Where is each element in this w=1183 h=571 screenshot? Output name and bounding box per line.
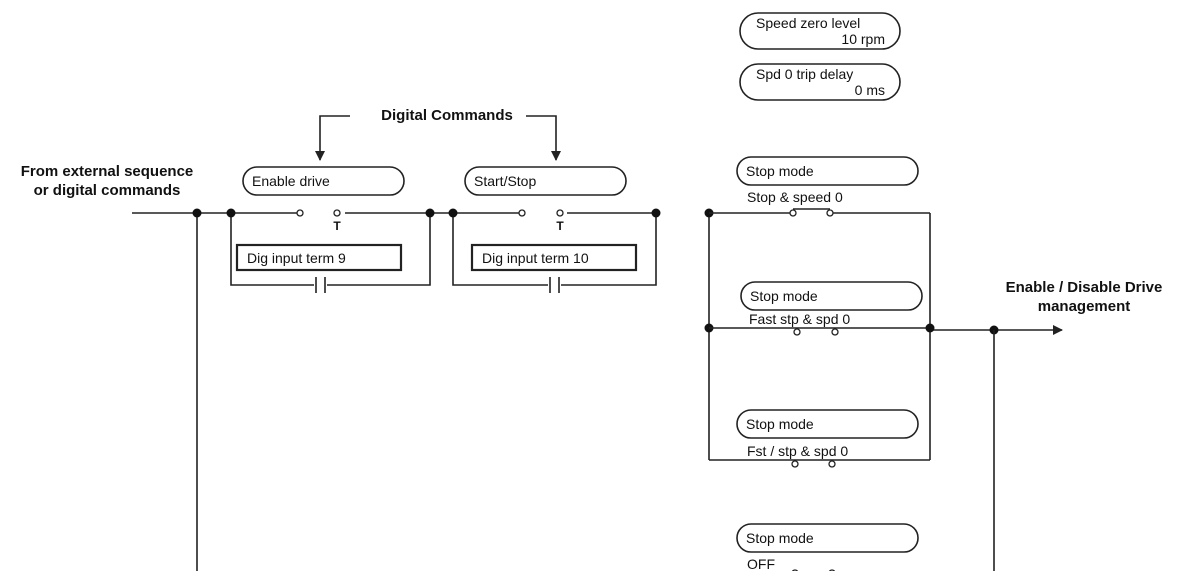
stop-mode-3: Stop mode Fst / stp & spd 0 — [709, 409, 930, 468]
stop-mode-2-param-box: Stop mode — [740, 281, 923, 311]
enable-drive-dig-input-label: Dig input term 9 — [247, 250, 346, 266]
junction-dot-1 — [192, 208, 202, 218]
enable-drive-contact-left — [296, 209, 304, 217]
spd0-trip-delay-title: Spd 0 trip delay — [756, 66, 853, 82]
stop-mode-2-contact-right — [831, 328, 839, 336]
stop-mode-2-option: Fast stp & spd 0 — [749, 311, 850, 327]
start-stop-parallel-left — [452, 213, 548, 286]
start-stop-param-box: Start/Stop — [464, 166, 627, 196]
junction-dot-2 — [226, 208, 236, 218]
spd0-trip-delay-value: 0 ms — [855, 82, 885, 98]
stop-mode-3-option: Fst / stp & spd 0 — [747, 443, 848, 459]
stop-mode-1-param-box: Stop mode — [736, 156, 919, 186]
speed-zero-level-box: Speed zero level 10 rpm — [739, 12, 901, 50]
junction-dot-5 — [651, 208, 661, 218]
stop-mode-4-option: OFF — [747, 556, 775, 571]
start-stop-contact-right — [556, 209, 564, 217]
from-external-label-line1: From external sequence — [21, 163, 194, 180]
enable-drive-param-box: Enable drive — [242, 166, 405, 196]
enable-drive-param-label: Enable drive — [252, 173, 330, 189]
start-stop-parallel-right — [561, 213, 657, 286]
enable-disable-label-line1: Enable / Disable Drive — [1006, 279, 1163, 296]
start-stop-param-label: Start/Stop — [474, 173, 536, 189]
enable-disable-label-line2: management — [1038, 298, 1131, 315]
start-stop-contact-left — [518, 209, 526, 217]
speed-zero-level-value: 10 rpm — [841, 31, 885, 47]
spd0-trip-delay-box: Spd 0 trip delay 0 ms — [739, 63, 901, 101]
stop-mode-3-param-label: Stop mode — [746, 416, 814, 432]
stop-mode-4-param-label: Stop mode — [746, 530, 814, 546]
stop-mode-2: Stop mode Fast stp & spd 0 — [709, 281, 930, 336]
enable-drive-dig-input-box: Dig input term 9 — [235, 243, 403, 272]
start-stop-dig-input-label: Dig input term 10 — [482, 250, 589, 266]
enable-drive-contact-right — [333, 209, 341, 217]
output-dot-1 — [925, 323, 935, 333]
stop-mode-3-contact-right — [828, 460, 836, 468]
stop-mode-4-param-box: Stop mode — [736, 523, 919, 553]
from-external-label-line2: or digital commands — [34, 182, 181, 199]
enable-drive-rung: Enable drive T Dig input term 9 — [230, 166, 431, 293]
start-stop-t-label: T — [556, 219, 564, 233]
start-stop-rung: Start/Stop T Dig input term 10 — [452, 166, 657, 293]
stop-mode-1-param-label: Stop mode — [746, 163, 814, 179]
speed-zero-level-title: Speed zero level — [756, 15, 860, 31]
stop-mode-2-param-label: Stop mode — [750, 288, 818, 304]
stop-mode-1-contact-right — [826, 209, 834, 217]
stop-mode-4: Stop mode OFF — [736, 523, 919, 571]
junction-dot-3 — [425, 208, 435, 218]
digital-commands-bracket: Digital Commands — [315, 107, 561, 161]
digital-commands-label: Digital Commands — [381, 107, 513, 124]
stop-mode-1-option: Stop & speed 0 — [747, 189, 843, 205]
start-stop-dig-input-box: Dig input term 10 — [470, 243, 638, 272]
digital-commands-arrow-left — [315, 115, 350, 161]
stop-mode-1-contact-left — [789, 209, 797, 217]
stop-mode-3-param-box: Stop mode — [736, 409, 919, 439]
stop-mode-1: Stop mode Stop & speed 0 — [709, 156, 930, 217]
stop-mode-2-contact-left — [793, 328, 801, 336]
enable-drive-parallel-left — [230, 213, 314, 286]
junction-dot-4 — [448, 208, 458, 218]
stop-mode-3-contact-left — [791, 460, 799, 468]
enable-drive-t-label: T — [333, 219, 341, 233]
digital-commands-arrow-right — [526, 115, 561, 161]
enable-drive-parallel-right — [327, 213, 431, 286]
